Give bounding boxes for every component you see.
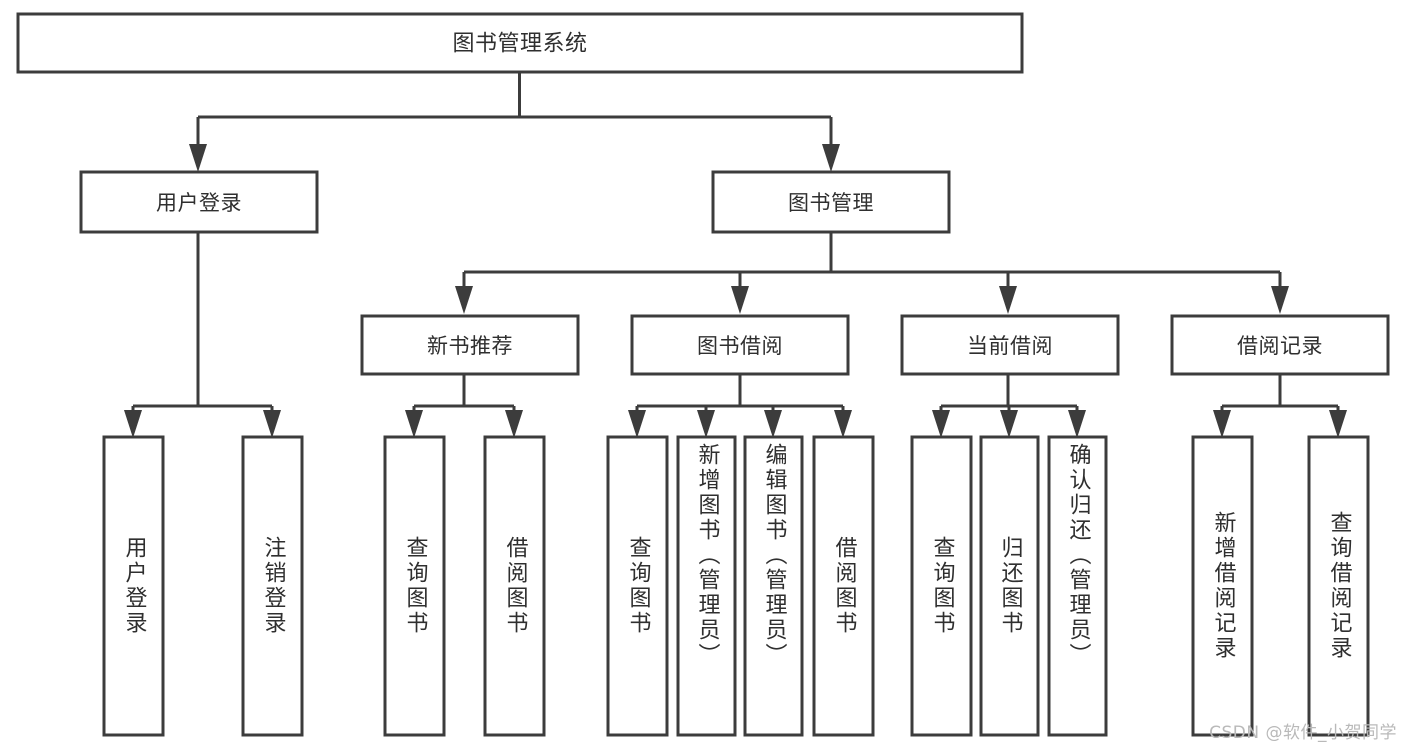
leaf-box-current-borrow-3[interactable] — [1047, 435, 1108, 737]
node-current-borrow-label: 当前借阅 — [967, 334, 1053, 358]
arrow-leaf-current-borrow-1 — [932, 410, 950, 438]
arrow-bm-to-borrow-record — [1271, 286, 1289, 314]
leaf-box-user-login-2[interactable] — [241, 435, 304, 737]
node-user-login[interactable]: 用户登录 — [79, 170, 319, 234]
arrow-leaf-book-borrow-3 — [764, 410, 782, 438]
connector-layer — [124, 72, 1347, 438]
arrow-leaf-borrow-record-2 — [1329, 410, 1347, 438]
arrow-leaf-book-borrow-4 — [834, 410, 852, 438]
node-root-box — [16, 12, 1024, 74]
arrow-leaf-current-borrow-2 — [1000, 410, 1018, 438]
node-borrow-record-box — [1170, 314, 1390, 376]
leaf-box-user-login-1[interactable] — [102, 435, 165, 737]
leaf-box-new-book-2[interactable] — [483, 435, 546, 737]
arrow-bm-to-book-borrow — [731, 286, 749, 314]
node-book-borrow-label: 图书借阅 — [697, 334, 783, 358]
node-new-book-recommend-box — [360, 314, 580, 376]
arrow-bm-to-new-book — [455, 286, 473, 314]
leaf-box-book-borrow-4[interactable] — [812, 435, 875, 737]
node-user-login-label: 用户登录 — [156, 191, 242, 215]
arrow-root-to-book-mgmt — [822, 144, 840, 172]
arrow-leaf-user-login-2 — [263, 410, 281, 438]
node-root-book-management-system[interactable]: 图书管理系统 — [16, 12, 1024, 74]
node-book-management[interactable]: 图书管理 — [711, 170, 951, 234]
leaf-box-book-borrow-2[interactable] — [676, 435, 737, 737]
node-book-management-box — [711, 170, 951, 234]
csdn-watermark: CSDN @软件_小贺同学 — [1209, 723, 1397, 743]
node-current-borrow-box — [900, 314, 1120, 376]
leaf-box-borrow-record-2[interactable] — [1307, 435, 1370, 737]
node-book-borrow-box — [630, 314, 850, 376]
node-new-book-recommend-label: 新书推荐 — [427, 334, 513, 358]
node-current-borrow[interactable]: 当前借阅 — [900, 314, 1120, 376]
leaf-box-current-borrow-2[interactable] — [979, 435, 1040, 737]
leaf-box-current-borrow-1[interactable] — [910, 435, 973, 737]
arrow-leaf-new-book-1 — [405, 410, 423, 438]
arrow-leaf-borrow-record-1 — [1213, 410, 1231, 438]
arrow-leaf-book-borrow-1 — [628, 410, 646, 438]
arrow-root-to-user-login — [189, 144, 207, 172]
node-book-management-label: 图书管理 — [788, 191, 874, 215]
leaf-box-new-book-1[interactable] — [383, 435, 446, 737]
node-borrow-record-label: 借阅记录 — [1237, 334, 1323, 358]
leaf-box-borrow-record-1[interactable] — [1191, 435, 1254, 737]
leaf-box-book-borrow-3[interactable] — [743, 435, 804, 737]
arrow-leaf-book-borrow-2 — [697, 410, 715, 438]
arrow-bm-to-current-borrow — [999, 286, 1017, 314]
leaf-box-layer — [102, 435, 1370, 737]
node-root-label: 图书管理系统 — [452, 32, 587, 57]
node-new-book-recommend[interactable]: 新书推荐 — [360, 314, 580, 376]
node-borrow-record[interactable]: 借阅记录 — [1170, 314, 1390, 376]
arrow-leaf-new-book-2 — [505, 410, 523, 438]
node-user-login-box — [79, 170, 319, 234]
arrow-leaf-current-borrow-3 — [1068, 410, 1086, 438]
arrow-leaf-user-login-1 — [124, 410, 142, 438]
node-book-borrow[interactable]: 图书借阅 — [630, 314, 850, 376]
leaf-box-book-borrow-1[interactable] — [606, 435, 669, 737]
